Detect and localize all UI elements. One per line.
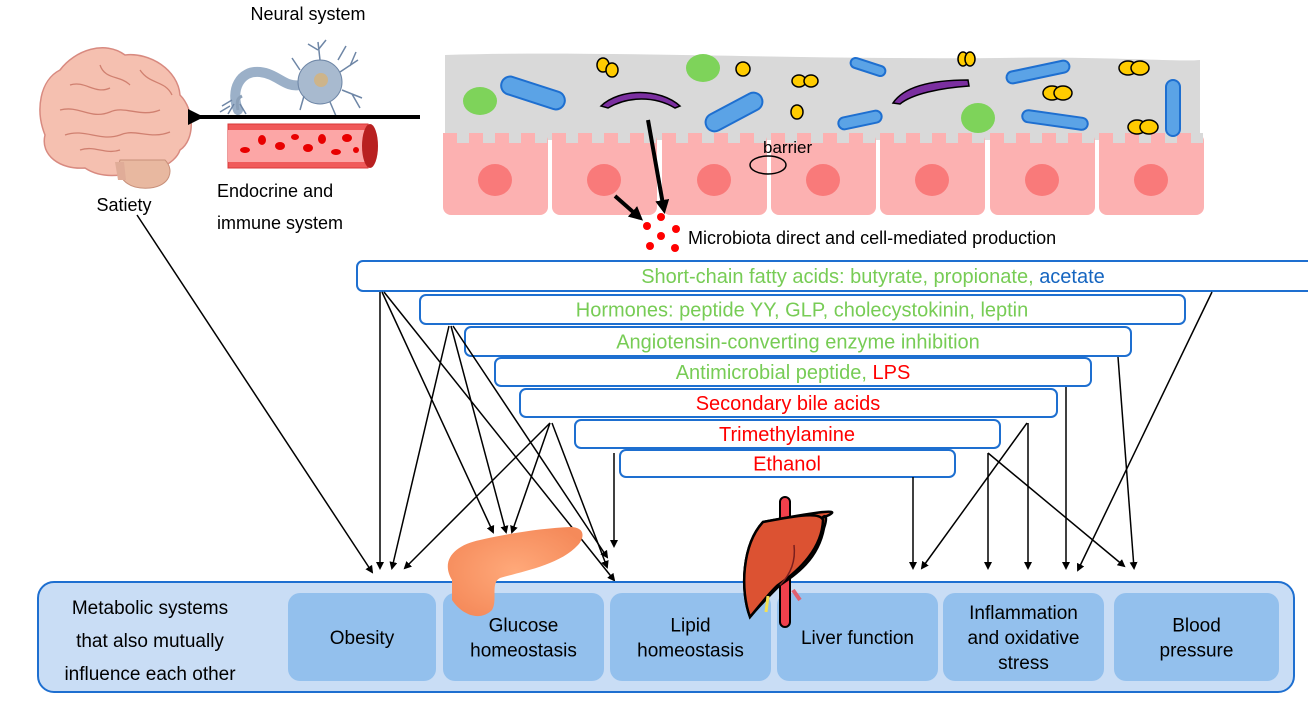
metabolite-box-amp: Antimicrobial peptide, LPS	[494, 357, 1092, 387]
epithelial-cell	[880, 133, 985, 215]
connection-lines	[136, 214, 1213, 582]
system-label-bp: Blood	[1172, 616, 1221, 637]
nucleus-icon	[697, 164, 731, 196]
arrow-scfa-to-glucose	[381, 291, 495, 534]
barrier-label: barrier	[763, 138, 812, 157]
arrow-scfa-to-bp	[1077, 291, 1213, 572]
system-box-inflammation: Inflammation and oxidative stress	[943, 593, 1104, 681]
system-label-liver: Liver function	[801, 628, 914, 649]
gut-epithelium	[443, 53, 1204, 215]
epithelial-cell	[662, 133, 767, 215]
arrow-bile-to-lipid	[551, 422, 609, 569]
satiety-label: Satiety	[96, 195, 151, 215]
arrow-satiety-to-obesity	[136, 214, 374, 574]
metabolite-box-ethanol: Ethanol	[619, 449, 956, 478]
endocrine-label-line1: Endocrine and	[217, 181, 333, 201]
system-label-inflammation: stress	[998, 653, 1049, 674]
brain-icon	[39, 47, 192, 189]
metabolite-label-ethanol: Ethanol	[753, 454, 821, 476]
system-label-inflammation: Inflammation	[969, 603, 1078, 624]
direct-production-arrow	[646, 119, 670, 214]
arrow-ace-to-bp	[1117, 356, 1138, 570]
system-label-obesity: Obesity	[330, 628, 395, 649]
metabolite-box-scfa: Short-chain fatty acids: butyrate, propi…	[356, 260, 1308, 292]
metabolite-label-tma: Trimethylamine	[719, 424, 855, 446]
metabolite-box-hormones: Hormones: peptide YY, GLP, cholecystokin…	[419, 294, 1186, 325]
nucleus-icon	[915, 164, 949, 196]
system-label-glucose: homeostasis	[470, 641, 577, 662]
epithelial-cell	[552, 133, 657, 215]
pancreas-icon	[447, 527, 583, 617]
production-label: Microbiota direct and cell-mediated prod…	[688, 228, 1056, 248]
metabolite-label-bile: Secondary bile acids	[696, 393, 881, 415]
metabolite-label-hormones: Hormones: peptide YY, GLP, cholecystokin…	[576, 300, 1029, 322]
arrow-tma-to-liver	[920, 422, 1028, 570]
nucleus-icon	[1025, 164, 1059, 196]
endocrine-label-line2: immune system	[217, 213, 343, 233]
liver-icon	[742, 496, 834, 628]
epithelial-cells	[443, 133, 1204, 215]
system-label-glucose: Glucose	[489, 616, 559, 637]
arrow-hormones-to-glucose	[450, 325, 509, 534]
barrier-gap-marker	[749, 155, 787, 175]
system-label-lipid: Lipid	[670, 616, 710, 637]
nucleus-icon	[1134, 164, 1168, 196]
system-box-lipid: Lipid homeostasis	[610, 593, 771, 681]
nucleus-icon	[478, 164, 512, 196]
metabolite-box-ace: Angiotensin-converting enzyme inhibition	[464, 326, 1132, 357]
epithelial-cell	[1099, 133, 1204, 215]
neuron-icon	[219, 39, 363, 117]
arrow-bile-to-glucose	[510, 422, 551, 534]
nucleus-icon	[587, 164, 621, 196]
system-box-bp: Blood pressure	[1114, 593, 1279, 681]
metabolite-label-amp: Antimicrobial peptide, LPS	[676, 362, 911, 384]
arrow-bile-to-obesity	[403, 422, 551, 570]
neural-system-label: Neural system	[250, 4, 365, 24]
arrow-ethanol-to-bp	[987, 452, 1126, 568]
system-label-inflammation: and oxidative	[968, 628, 1080, 649]
bacteria-group	[463, 51, 1181, 137]
epithelial-cell	[771, 133, 876, 215]
system-label-bp: pressure	[1160, 641, 1234, 662]
system-label-lipid: homeostasis	[637, 641, 744, 662]
metabolite-label-ace: Angiotensin-converting enzyme inhibition	[616, 332, 980, 354]
panel-caption-line2: that also mutually	[76, 631, 224, 652]
cell-mediated-production-arrow	[613, 194, 644, 221]
metabolic-systems-panel: Metabolic systems that also mutually inf…	[37, 581, 1295, 693]
system-box-liver: Liver function	[777, 593, 938, 681]
panel-caption-line1: Metabolic systems	[72, 598, 228, 619]
epithelial-cell	[990, 133, 1095, 215]
nucleus-icon	[806, 164, 840, 196]
metabolite-box-tma: Trimethylamine	[574, 419, 1001, 449]
metabolite-boxes: Short-chain fatty acids: butyrate, propi…	[356, 260, 1308, 478]
arrow-hormones-to-obesity	[389, 325, 450, 570]
metabolite-box-bile: Secondary bile acids	[519, 388, 1058, 418]
panel-caption-line3: influence each other	[64, 664, 236, 685]
blood-vessel-icon	[227, 123, 378, 169]
metabolite-label-scfa: Short-chain fatty acids: butyrate, propi…	[641, 266, 1105, 288]
metabolite-dots-icon	[643, 213, 680, 252]
arrow-hormones-to-lipid	[452, 325, 609, 559]
epithelial-cell	[443, 133, 548, 215]
system-box-obesity: Obesity	[288, 593, 436, 681]
